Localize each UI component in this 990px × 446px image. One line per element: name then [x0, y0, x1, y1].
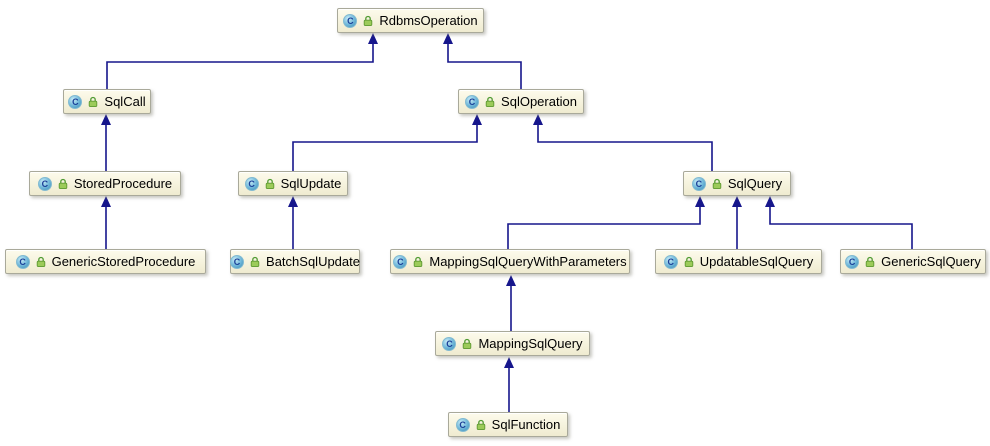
class-icon: C	[393, 254, 408, 269]
class-icon: C	[845, 254, 860, 269]
inheritance-arrow-icon	[504, 357, 514, 368]
edge-mappingsqlquerywithparameters-extends-sqlquery	[507, 196, 705, 249]
class-node-genericstoredprocedure[interactable]: C GenericStoredProcedure	[5, 249, 206, 274]
inheritance-arrow-icon	[732, 196, 742, 207]
class-node-batchsqlupdate[interactable]: C BatchSqlUpdate	[230, 249, 360, 274]
class-node-mappingsqlquery[interactable]: C MappingSqlQuery	[435, 331, 590, 356]
class-node-mappingsqlquerywithparameters[interactable]: C MappingSqlQueryWithParameters	[390, 249, 630, 274]
class-node-sqlfunction[interactable]: C SqlFunction	[448, 412, 568, 437]
class-name-label: SqlFunction	[491, 417, 561, 432]
class-name-label: StoredProcedure	[73, 176, 173, 191]
inheritance-arrow-icon	[765, 196, 775, 207]
class-node-sqloperation[interactable]: C SqlOperation	[458, 89, 584, 114]
class-name-label: RdbmsOperation	[379, 13, 478, 28]
lock-icon	[865, 256, 875, 267]
class-name-label: MappingSqlQuery	[478, 336, 583, 351]
edge-genericstoredprocedure-extends-storedprocedure	[101, 196, 111, 249]
edge-batchsqlupdate-extends-sqlupdate	[288, 196, 298, 249]
class-name-label: SqlOperation	[501, 94, 577, 109]
edge-sqloperation-extends-rdbmsoperation	[443, 33, 522, 89]
class-icon: C	[442, 336, 457, 351]
lock-icon	[485, 96, 495, 107]
class-icon: C	[343, 13, 358, 28]
class-name-label: GenericStoredProcedure	[51, 254, 196, 269]
class-icon: C	[465, 94, 480, 109]
class-icon: C	[37, 176, 52, 191]
class-node-updatablesqlquery[interactable]: C UpdatableSqlQuery	[655, 249, 822, 274]
edge-mappingsqlquery-extends-mappingsqlquerywithparameters	[506, 275, 516, 331]
class-icon: C	[230, 254, 245, 269]
class-node-sqlquery[interactable]: C SqlQuery	[683, 171, 791, 196]
class-node-sqlupdate[interactable]: C SqlUpdate	[238, 171, 348, 196]
class-name-label: SqlUpdate	[280, 176, 342, 191]
inheritance-arrow-icon	[443, 33, 453, 44]
edge-sqlquery-extends-sqloperation	[533, 114, 713, 171]
class-name-label: SqlQuery	[727, 176, 783, 191]
edge-sqlcall-extends-rdbmsoperation	[106, 33, 378, 89]
lock-icon	[684, 256, 694, 267]
lock-icon	[58, 178, 68, 189]
inheritance-arrow-icon	[533, 114, 543, 125]
lock-icon	[463, 338, 472, 349]
inheritance-arrow-icon	[288, 196, 298, 207]
class-icon: C	[15, 254, 30, 269]
edge-sqlupdate-extends-sqloperation	[292, 114, 482, 171]
lock-icon	[250, 256, 260, 267]
lock-icon	[476, 419, 485, 430]
class-name-label: SqlCall	[104, 94, 146, 109]
inheritance-arrow-icon	[368, 33, 378, 44]
class-icon: C	[244, 176, 259, 191]
class-icon: C	[691, 176, 706, 191]
lock-icon	[265, 178, 274, 189]
inheritance-arrow-icon	[101, 196, 111, 207]
edge-sqlfunction-extends-mappingsqlquery	[504, 357, 514, 412]
lock-icon	[36, 256, 45, 267]
class-name-label: UpdatableSqlQuery	[699, 254, 814, 269]
inheritance-arrow-icon	[101, 114, 111, 125]
inheritance-arrow-icon	[695, 196, 705, 207]
class-node-storedprocedure[interactable]: C StoredProcedure	[29, 171, 181, 196]
class-name-label: MappingSqlQueryWithParameters	[429, 254, 627, 269]
lock-icon	[364, 15, 373, 26]
lock-icon	[712, 178, 722, 189]
class-name-label: GenericSqlQuery	[881, 254, 981, 269]
inheritance-arrow-icon	[472, 114, 482, 125]
class-name-label: BatchSqlUpdate	[266, 254, 360, 269]
edge-storedprocedure-extends-sqlcall	[101, 114, 111, 171]
lock-icon	[414, 256, 423, 267]
class-node-rdbmsoperation[interactable]: C RdbmsOperation	[337, 8, 484, 33]
edge-genericsqlquery-extends-sqlquery	[765, 196, 913, 249]
lock-icon	[89, 96, 98, 107]
class-icon: C	[663, 254, 678, 269]
inheritance-arrow-icon	[506, 275, 516, 286]
class-node-sqlcall[interactable]: C SqlCall	[63, 89, 151, 114]
class-icon: C	[68, 94, 83, 109]
class-node-genericsqlquery[interactable]: C GenericSqlQuery	[840, 249, 986, 274]
class-icon: C	[455, 417, 470, 432]
edge-updatablesqlquery-extends-sqlquery	[732, 196, 742, 249]
